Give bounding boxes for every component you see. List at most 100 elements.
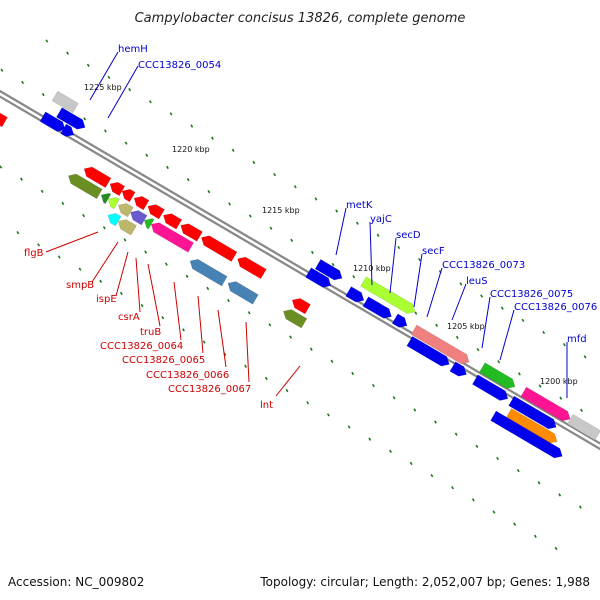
gene-label-CCC13826_0067[interactable]: CCC13826_0067 [168, 321, 251, 395]
tick-dot-69 [247, 311, 251, 315]
gene-label-mfd[interactable]: mfd [566, 334, 587, 398]
tick-dot-24 [497, 360, 501, 364]
feature-lnt-red[interactable] [291, 298, 311, 315]
tick-dot-28 [580, 408, 583, 412]
gene-label-csrA[interactable]: csrA [118, 257, 141, 323]
feature-rev-a[interactable] [83, 166, 112, 189]
feature-gray-2[interactable] [566, 413, 600, 441]
feature-rev-c[interactable] [121, 188, 136, 203]
feature-lnt[interactable] [283, 309, 308, 329]
tick-dot-50 [459, 282, 463, 286]
feature-secD-b[interactable] [362, 296, 392, 319]
feature-0076[interactable] [508, 395, 557, 430]
feature-secD-a[interactable] [345, 286, 365, 303]
feature-mfd[interactable] [520, 386, 571, 422]
tick-dot-35 [148, 100, 152, 104]
gene-label-CCC13826_0075[interactable]: CCC13826_0075 [481, 289, 573, 349]
tick-dot-33 [107, 75, 111, 80]
feature-rev-g[interactable] [180, 223, 203, 242]
tick-dot-37 [190, 124, 194, 128]
gene-label-truB[interactable]: truB [140, 263, 161, 338]
feature-flgB[interactable] [68, 173, 103, 200]
gene-label-CCC13826_0073[interactable]: CCC13826_0073 [426, 260, 525, 318]
svg-text:CCC13826_0075: CCC13826_0075 [490, 289, 573, 300]
tick-dot-81 [496, 456, 500, 461]
tick-dot-31 [66, 51, 70, 55]
tick-dot-77 [413, 408, 417, 412]
feature-leuS[interactable] [478, 362, 516, 389]
gene-label-flgB[interactable]: flgB [24, 231, 99, 259]
tick-dot-15 [310, 250, 314, 255]
feature-green-a[interactable] [100, 192, 112, 205]
feature-hemH[interactable] [55, 107, 86, 130]
feature-0075[interactable] [471, 374, 509, 401]
gene-label-secD[interactable]: secD [389, 230, 421, 294]
feature-secF[interactable] [410, 324, 470, 365]
gene-label-CCC13826_0066[interactable]: CCC13826_0066 [146, 309, 229, 381]
feature-rev-d[interactable] [133, 196, 150, 211]
feature-yajC[interactable] [360, 276, 416, 314]
feature-csrA[interactable] [130, 210, 148, 226]
tick-dot-101 [326, 413, 330, 417]
svg-text:truB: truB [140, 327, 161, 338]
feature-0066[interactable] [189, 258, 228, 287]
feature-rev-e[interactable] [147, 204, 165, 220]
feature-0067[interactable] [227, 281, 259, 305]
feature-smpB[interactable] [107, 196, 120, 210]
gene-label-CCC13826_0076[interactable]: CCC13826_0076 [499, 302, 597, 361]
gene-label-yajC[interactable]: yajC [369, 214, 392, 286]
svg-text:mfd: mfd [567, 334, 587, 345]
tick-dot-13 [269, 226, 273, 230]
feature-mfd-2[interactable] [490, 410, 563, 459]
tick-dot-65 [164, 262, 168, 266]
tick-dot-62 [102, 226, 106, 230]
tick-dot-43 [314, 197, 318, 201]
gene-label-hemH[interactable]: hemH [89, 44, 148, 101]
tick-dot-112 [554, 546, 558, 551]
gene-label-smpB[interactable]: smpB [66, 241, 119, 291]
feature-secD-c[interactable] [391, 313, 408, 328]
gene-label-ispE[interactable]: ispE [96, 251, 129, 305]
feature-metK-2[interactable] [305, 267, 332, 288]
reverse-gene-labels: flgB smpB ispE csrA truB CCC13826_0064 [24, 231, 301, 411]
feature-orange[interactable] [505, 408, 558, 444]
gene-label-CCC13826_0064[interactable]: CCC13826_0064 [100, 281, 183, 352]
feature-0064[interactable] [150, 222, 195, 253]
feature-cyan[interactable] [107, 213, 122, 227]
feature-rev-h[interactable] [201, 235, 238, 262]
feature-ispE[interactable] [118, 203, 134, 218]
feature-left-red[interactable] [0, 105, 8, 128]
feature-olive[interactable] [117, 219, 137, 236]
gene-label-CCC13826_0065[interactable]: CCC13826_0065 [122, 295, 205, 366]
tick-dot-1 [21, 80, 25, 85]
feature-rev-f[interactable] [163, 213, 183, 230]
feature-rev-b[interactable] [109, 181, 126, 197]
gene-label-lnt[interactable]: lnt [260, 365, 301, 411]
gene-label-CCC13826_0054[interactable]: CCC13826_0054 [107, 60, 221, 119]
tick-dot-74 [351, 371, 355, 376]
svg-text:secF: secF [422, 246, 445, 257]
feature-0054[interactable] [39, 111, 66, 132]
feature-gray-1[interactable] [51, 90, 79, 114]
tick-dot-76 [392, 396, 396, 400]
feature-metK[interactable] [314, 258, 343, 281]
tick-dot-97 [244, 364, 248, 368]
gene-label-leuS[interactable]: leuS [451, 276, 488, 321]
gene-label-secF[interactable]: secF [413, 246, 445, 308]
tick-dot-58 [20, 177, 23, 181]
gene-label-metK[interactable]: metK [335, 200, 373, 256]
svg-text:CCC13826_0064: CCC13826_0064 [100, 341, 183, 352]
feature-0073[interactable] [406, 335, 450, 367]
tick-dot-55 [562, 342, 566, 347]
feature-truB[interactable] [143, 218, 155, 230]
feature-small-1[interactable] [60, 123, 75, 137]
feature-rev-i[interactable] [237, 256, 267, 280]
tick-dot-17 [352, 275, 356, 279]
tick-dot-91 [119, 291, 123, 296]
tick-label-1200: 1200 kbp [540, 377, 578, 386]
tick-dot-107 [451, 486, 455, 490]
svg-text:metK: metK [346, 200, 373, 211]
genome-summary-text: Topology: circular; Length: 2,052,007 bp… [259, 575, 590, 589]
feature-leuS-a[interactable] [449, 361, 467, 377]
tick-dot-83 [537, 481, 541, 485]
